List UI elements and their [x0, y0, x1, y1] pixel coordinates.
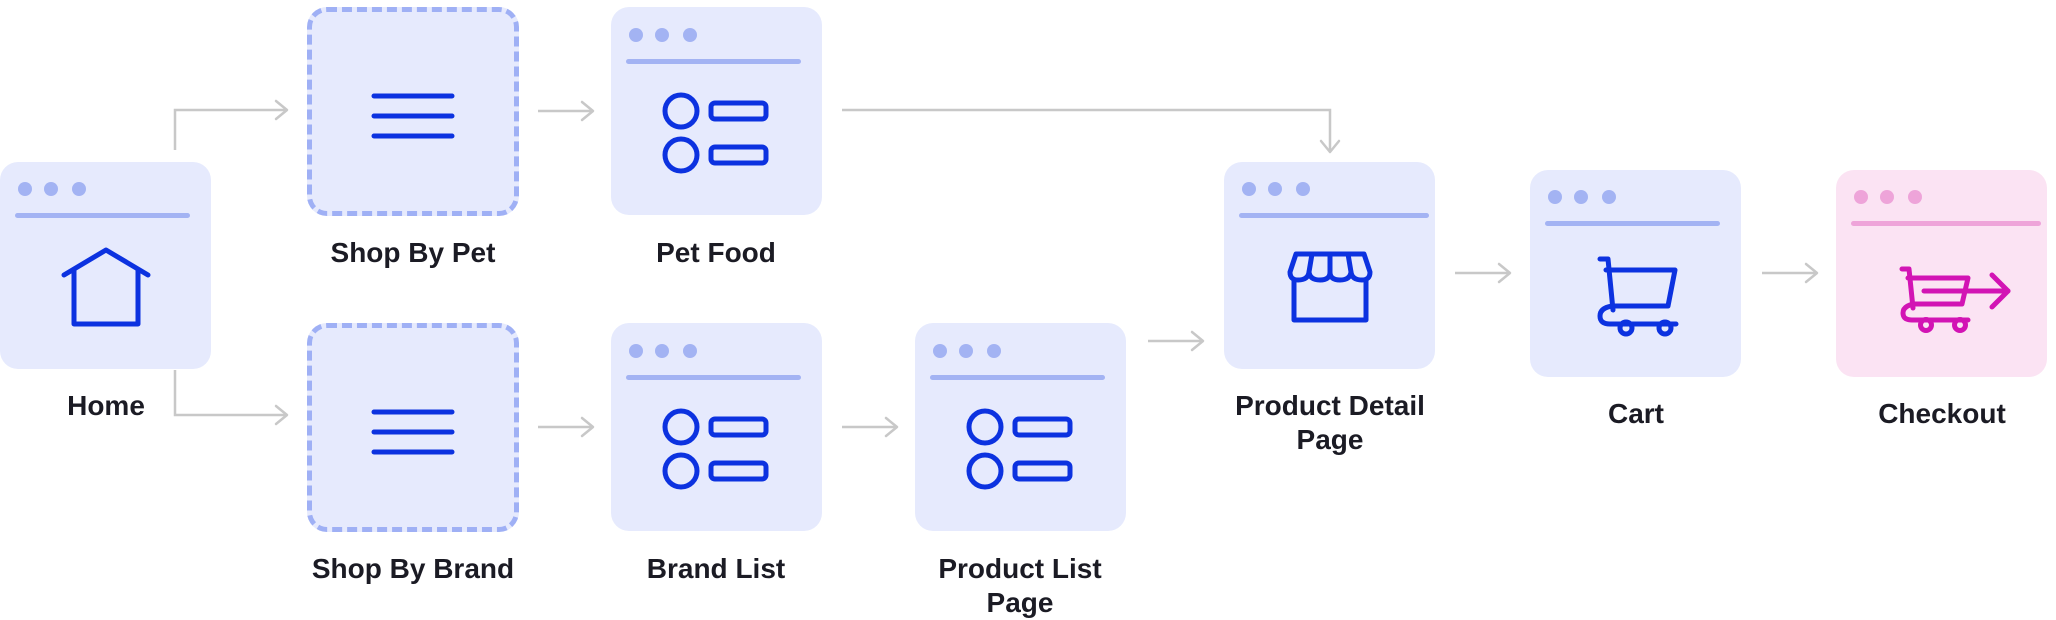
cart-checkout-icon	[1899, 266, 2011, 333]
browser-chrome	[930, 344, 1105, 380]
node-label-brand-list: Brand List	[646, 553, 786, 584]
menu-icon	[371, 409, 455, 455]
menu-icon	[371, 93, 455, 139]
list-icon	[966, 408, 1073, 490]
node-label-product-detail-page: Product Detail Page	[1235, 390, 1425, 455]
node-label-home: Home	[67, 390, 145, 421]
node-shop-by-pet	[307, 7, 519, 216]
node-label-pet-food: Pet Food	[656, 237, 776, 268]
browser-chrome	[626, 344, 801, 380]
browser-chrome	[1545, 190, 1720, 226]
node-label-checkout: Checkout	[1878, 398, 2006, 429]
list-icon	[662, 408, 769, 490]
node-label-product-list-page: Product List Page	[938, 553, 1102, 618]
browser-chrome	[15, 182, 190, 218]
list-icon	[662, 92, 769, 174]
storefront-icon	[1287, 251, 1373, 323]
node-product-list-page	[915, 323, 1126, 531]
shopping-cart-icon	[1597, 256, 1679, 337]
browser-chrome	[1239, 182, 1429, 218]
home-icon	[61, 247, 151, 327]
node-pet-food	[611, 7, 822, 215]
edge-pet-food-to-product-detail	[842, 108, 1341, 154]
node-checkout	[1836, 170, 2047, 377]
browser-chrome	[626, 28, 801, 64]
node-brand-list	[611, 323, 822, 531]
node-product-detail-page	[1224, 162, 1435, 369]
node-cart	[1530, 170, 1741, 377]
node-home	[0, 162, 211, 369]
browser-chrome	[1851, 190, 2041, 226]
node-label-cart: Cart	[1607, 398, 1664, 429]
node-shop-by-brand	[307, 323, 519, 532]
node-label-shop-by-brand: Shop By Brand	[311, 553, 515, 584]
edge-home-to-shop-by-pet	[173, 99, 289, 150]
node-label-shop-by-pet: Shop By Pet	[330, 237, 496, 268]
edge-home-to-shop-by-brand	[173, 370, 289, 426]
